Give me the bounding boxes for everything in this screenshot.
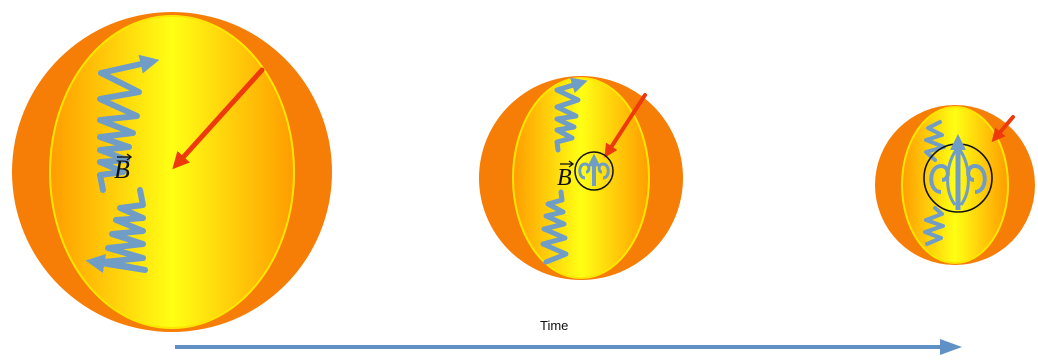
time-label: Time: [540, 318, 568, 333]
stage-3-cloud: [875, 105, 1035, 265]
stage-1-inner-ellipse: [50, 16, 294, 328]
stage-2-cloud: B: [479, 76, 683, 280]
stage-1-cloud: B: [12, 12, 332, 332]
stage-3-inner-ellipse: [902, 107, 1008, 263]
time-arrow-head-icon: [940, 339, 962, 355]
stage-2-field-label: B: [557, 161, 573, 191]
stage-2-b-symbol: B: [557, 165, 572, 191]
stage-1-field-label: B: [114, 154, 131, 184]
time-axis: Time: [175, 318, 962, 355]
